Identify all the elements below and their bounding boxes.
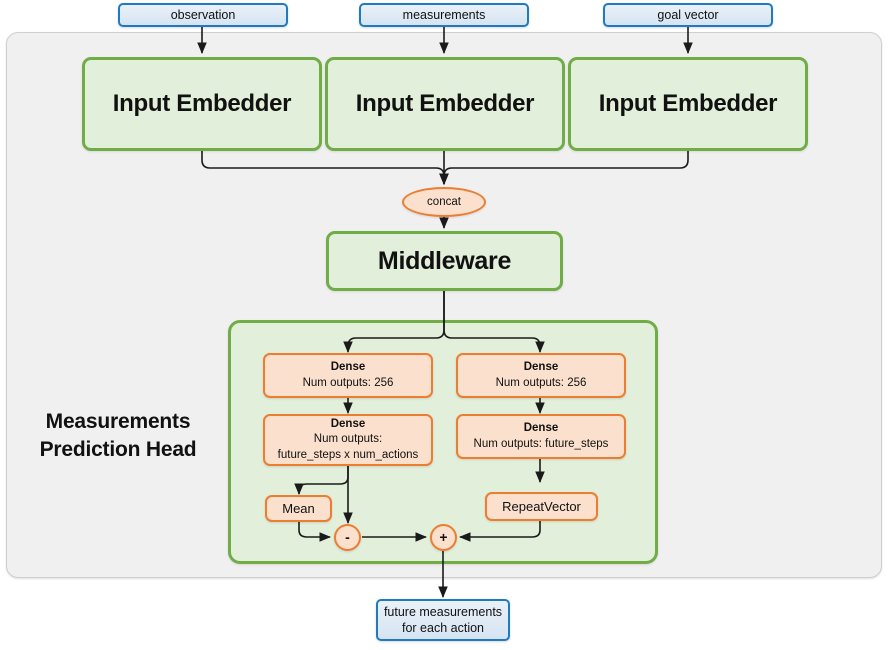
left-dense-256[interactable]: Dense Num outputs: 256 [263,353,433,398]
left-dense2-detail-line2: future_steps x num_actions [277,448,419,461]
left-dense-future-steps-num-actions[interactable]: Dense Num outputs: future_steps x num_ac… [263,414,433,466]
input-embedder-3-label: Input Embedder [598,90,778,117]
right-dense-256-title: Dense [523,361,559,374]
right-dense2-detail: Num outputs: future_steps [473,437,609,450]
right-dense2-title: Dense [523,422,559,435]
repeat-vector-label: RepeatVector [502,498,581,514]
input-box-measurements[interactable]: measurements [359,3,529,27]
input-embedder-2[interactable]: Input Embedder [325,57,565,151]
subtract-operator[interactable]: - [334,524,361,551]
input-box-goal-vector[interactable]: goal vector [603,3,773,27]
head-label-line2: Prediction Head [39,437,197,461]
output-box-future-measurements[interactable]: future measurements for each action [376,599,510,641]
middleware-label: Middleware [377,246,512,275]
add-operator[interactable]: + [430,524,457,551]
left-dense-256-title: Dense [330,361,366,374]
concat-node[interactable]: concat [402,187,486,217]
add-operator-label: + [439,528,448,545]
input-embedder-3[interactable]: Input Embedder [568,57,808,151]
left-dense2-title: Dense [330,418,366,431]
input-box-observation-label: observation [170,7,236,22]
subtract-operator-label: - [345,528,350,545]
right-dense-256[interactable]: Dense Num outputs: 256 [456,353,626,398]
input-embedder-1-label: Input Embedder [112,90,292,117]
left-dense-256-detail: Num outputs: 256 [302,376,394,389]
right-dense-256-detail: Num outputs: 256 [495,376,587,389]
head-label-line1: Measurements [45,410,191,433]
input-box-observation[interactable]: observation [118,3,288,27]
middleware-node[interactable]: Middleware [326,231,563,291]
measurements-prediction-head-label: Measurements Prediction Head [18,408,218,463]
output-box-line1: future measurements [383,604,503,619]
mean-node[interactable]: Mean [265,495,332,522]
input-embedder-1[interactable]: Input Embedder [82,57,322,151]
input-embedder-2-label: Input Embedder [355,90,535,117]
right-dense-future-steps[interactable]: Dense Num outputs: future_steps [456,414,626,459]
left-dense2-detail-line1: Num outputs: [313,433,383,446]
mean-label: Mean [282,500,315,516]
input-box-measurements-label: measurements [402,7,486,22]
concat-label: concat [427,196,461,208]
output-box-line2: for each action [402,621,484,635]
input-box-goal-vector-label: goal vector [657,7,719,22]
repeat-vector-node[interactable]: RepeatVector [485,492,598,521]
